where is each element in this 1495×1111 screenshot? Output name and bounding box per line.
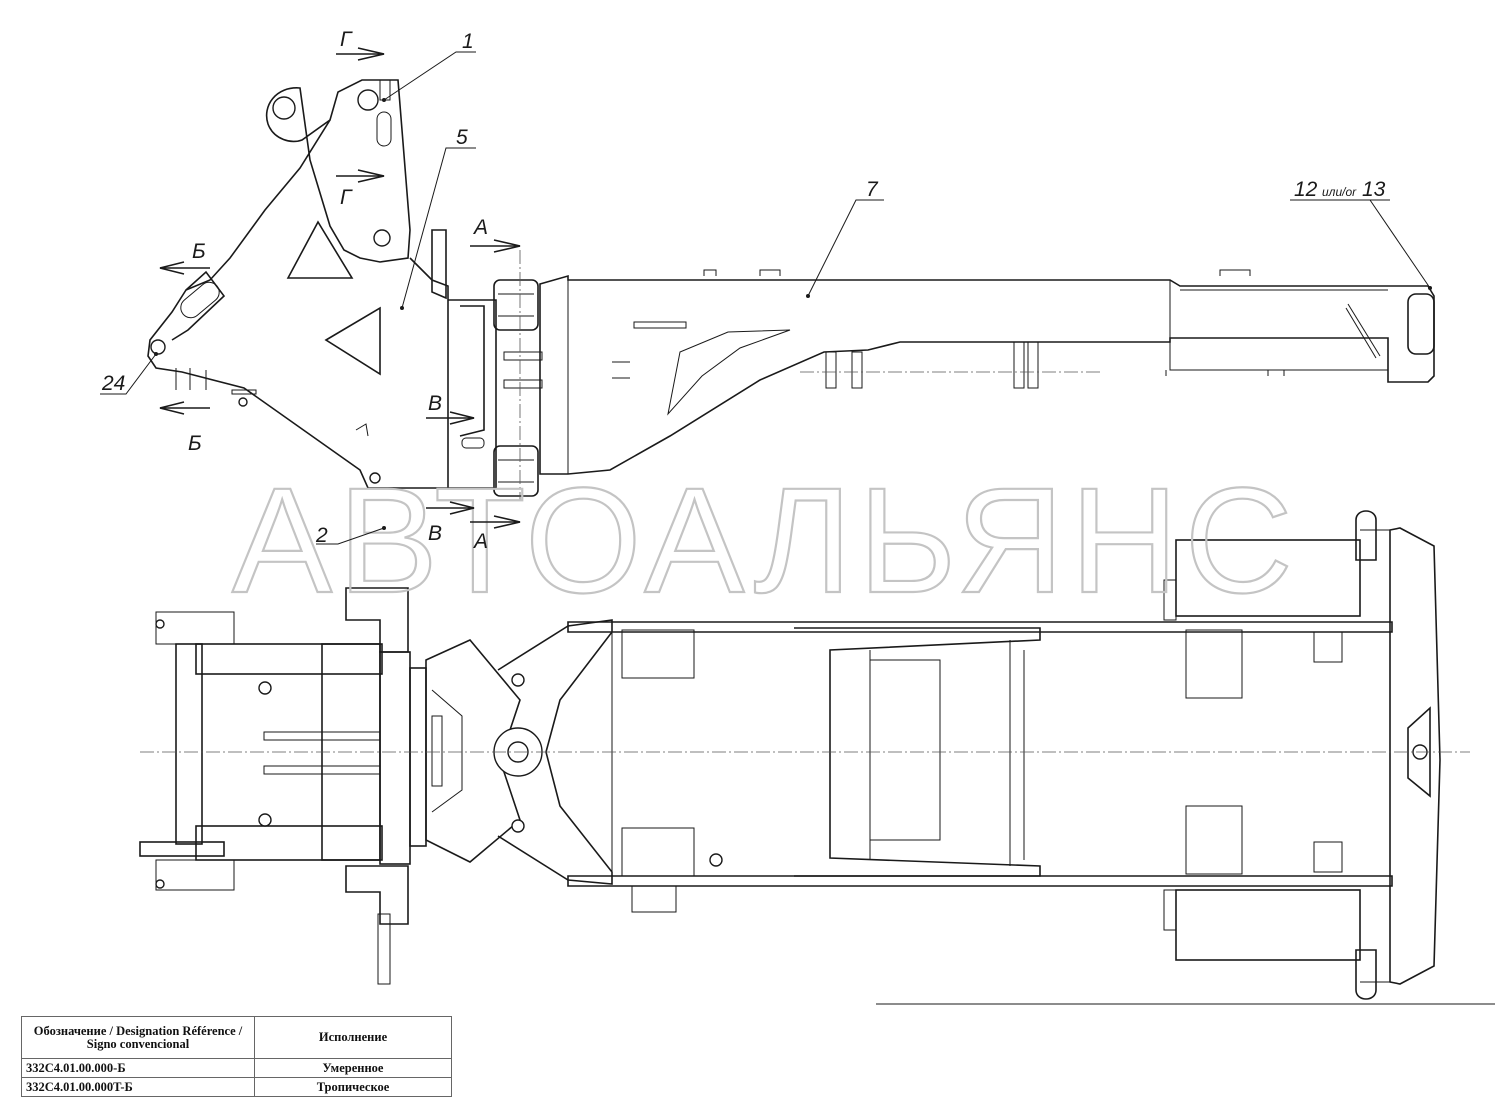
row-version: Умеренное [254,1058,452,1078]
header-version: Исполнение [254,1016,452,1059]
section-b-bottom-label: Б [188,432,202,455]
section-a-bottom-label: А [472,530,488,553]
table-row: 332C4.01.00.000T-Б Тропическое [21,1077,452,1097]
row-version: Тропическое [254,1077,452,1097]
callout-24: 24 [101,372,125,395]
callout-7: 7 [866,178,879,201]
callout-12-or: или/or [1322,185,1357,199]
lift-arm-view [147,79,1435,500]
designation-table: Обозначение / Designation Référence / Si… [21,1016,452,1097]
section-g-top-label: Г [340,28,353,51]
table-row: 332C4.01.00.000-Б Умеренное [21,1058,452,1078]
section-b-top-label: Б [192,240,206,263]
frame-plan-view [139,510,1470,1000]
callout-5: 5 [456,126,468,149]
section-v-bottom-label: В [428,522,442,545]
watermark: АВТОАЛЬЯНС [232,456,1299,624]
callout-12: 12 [1294,178,1318,201]
callout-13: 13 [1362,178,1386,201]
callout-2: 2 [315,524,328,547]
header-designation: Обозначение / Designation Référence / Si… [21,1016,255,1059]
designation-table-header: Обозначение / Designation Référence / Si… [21,1016,452,1059]
section-v-top-label: В [428,392,442,415]
section-a-top-label: А [472,216,488,239]
section-markers [159,47,521,529]
row-designation: 332C4.01.00.000T-Б [21,1077,255,1097]
section-g-bottom-label: Г [340,186,353,209]
row-designation: 332C4.01.00.000-Б [21,1058,255,1078]
callout-1: 1 [462,30,474,53]
callout-leaders [100,51,1432,545]
